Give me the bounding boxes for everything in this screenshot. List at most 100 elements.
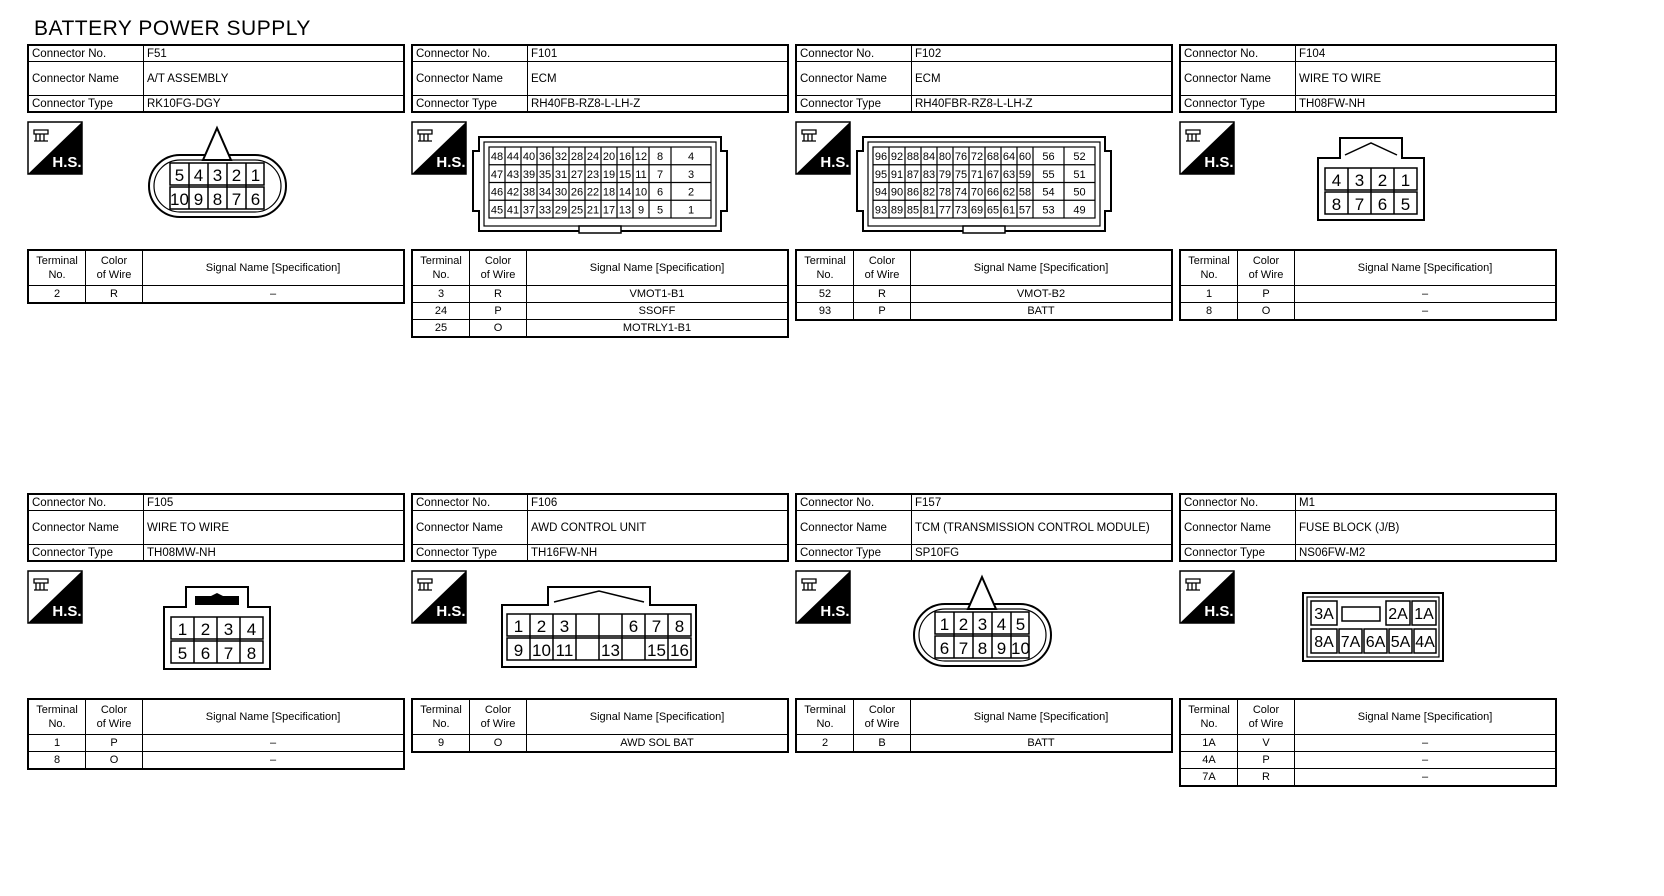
pin-label: 21	[587, 204, 599, 216]
pin-label: 13	[619, 204, 631, 216]
pin-label: 4	[194, 166, 203, 185]
table-row: 24 P SSOFF	[411, 302, 789, 320]
connector-face-f51: 5 4 3 2 1 10 9 8 7 6	[148, 125, 287, 218]
pin-label: 56	[1042, 151, 1054, 163]
connector-name-label: Connector Name	[795, 61, 912, 96]
pin-label: 22	[587, 187, 599, 199]
pin-label: 6	[940, 639, 949, 658]
pin-label: 64	[1003, 151, 1015, 163]
pin-label: 5	[1016, 615, 1025, 634]
pin-label: 12	[635, 151, 647, 163]
pin-label: 7	[224, 644, 233, 663]
pin-label: 8	[213, 190, 222, 209]
pin-label: 70	[971, 187, 983, 199]
connector-type-label: Connector Type	[1179, 95, 1296, 113]
pin-label: 3A	[1314, 606, 1334, 623]
pin-label: 19	[603, 169, 615, 181]
signal-name-cell: –	[1294, 734, 1557, 752]
pin-label: 77	[939, 204, 951, 216]
signal-name-cell: –	[142, 751, 405, 770]
pin-label: 33	[539, 204, 551, 216]
pin-label: 76	[955, 151, 967, 163]
pin-label: 86	[907, 187, 919, 199]
connector-name-value: A/T ASSEMBLY	[143, 61, 405, 96]
pin-label: 8	[675, 617, 684, 636]
pin-label: 27	[571, 169, 583, 181]
terminal-cell: 7A	[1179, 768, 1238, 787]
pin-label: 94	[875, 187, 887, 199]
pin-label: 8	[657, 151, 663, 163]
terminal-cell: 24	[411, 302, 470, 320]
pin-label: 10	[532, 641, 551, 660]
connector-type-value: RH40FBR-RZ8-L-LH-Z	[911, 95, 1173, 113]
pin-label: 52	[1073, 151, 1085, 163]
pin-label: 41	[507, 204, 519, 216]
connector-no-label: Connector No.	[1179, 44, 1296, 62]
hs-badge-text: H.S.	[436, 603, 465, 620]
pin-label: 6	[1378, 195, 1387, 214]
signal-name-cell: BATT	[910, 734, 1173, 753]
hs-badge-text: H.S.	[436, 154, 465, 171]
pin-label: 37	[523, 204, 535, 216]
connector-face-f106: 1 2 3 6 7 8 9 10 11 13 15 16	[501, 586, 697, 668]
pin-label: 15	[619, 169, 631, 181]
terminal-cell: 93	[795, 302, 854, 321]
wire-color-cell: P	[1237, 285, 1295, 303]
pin-label: 82	[923, 187, 935, 199]
pin-label: 2	[232, 166, 241, 185]
harness-side-icon: H.S.	[1179, 570, 1235, 624]
pin-label: 6	[629, 617, 638, 636]
wire-color-cell: P	[469, 302, 527, 320]
pin-label: 7	[652, 617, 661, 636]
pin-label: 32	[555, 151, 567, 163]
pin-label: 3	[224, 620, 233, 639]
pin-label: 62	[1003, 187, 1015, 199]
pin-label: 2	[959, 615, 968, 634]
terminal-cell: 4A	[1179, 751, 1238, 769]
harness-side-icon: H.S.	[795, 121, 851, 175]
connector-face-m1: 3A 2A 1A 8A 7A 6A 5A 4A	[1302, 592, 1444, 662]
pin-label: 7	[1355, 195, 1364, 214]
pin-label: 63	[1003, 169, 1015, 181]
pin-label: 40	[523, 151, 535, 163]
pin-label: 5	[657, 204, 663, 216]
connector-no-label: Connector No.	[795, 44, 912, 62]
connector-no-value: F104	[1295, 44, 1557, 62]
signal-name-cell: –	[142, 285, 405, 304]
connector-no-value: F102	[911, 44, 1173, 62]
pin-label: 1	[251, 166, 260, 185]
connector-type-label: Connector Type	[27, 95, 144, 113]
pin-label: 69	[971, 204, 983, 216]
connector-no-value: F101	[527, 44, 789, 62]
pin-label: 1	[178, 620, 187, 639]
pin-label: 7	[959, 639, 968, 658]
pin-label: 78	[939, 187, 951, 199]
pin-label: 71	[971, 169, 983, 181]
pin-label: 23	[587, 169, 599, 181]
connector-diagram: H.S. 3A 2A 1A 8A 7A 6A	[1179, 562, 1557, 698]
connector-name-value: AWD CONTROL UNIT	[527, 510, 789, 545]
terminal-cell: 2	[795, 734, 854, 753]
signal-name-header: Signal Name [Specification]	[526, 249, 789, 286]
connector-name-label: Connector Name	[1179, 510, 1296, 545]
signal-name-cell: MOTRLY1-B1	[526, 319, 789, 338]
pin-label: 9	[997, 639, 1006, 658]
pin-label: 4A	[1415, 634, 1435, 651]
pin-label: 6	[657, 187, 663, 199]
pin-label: 13	[601, 641, 620, 660]
terminal-cell: 52	[795, 285, 854, 303]
connector-type-label: Connector Type	[27, 544, 144, 562]
